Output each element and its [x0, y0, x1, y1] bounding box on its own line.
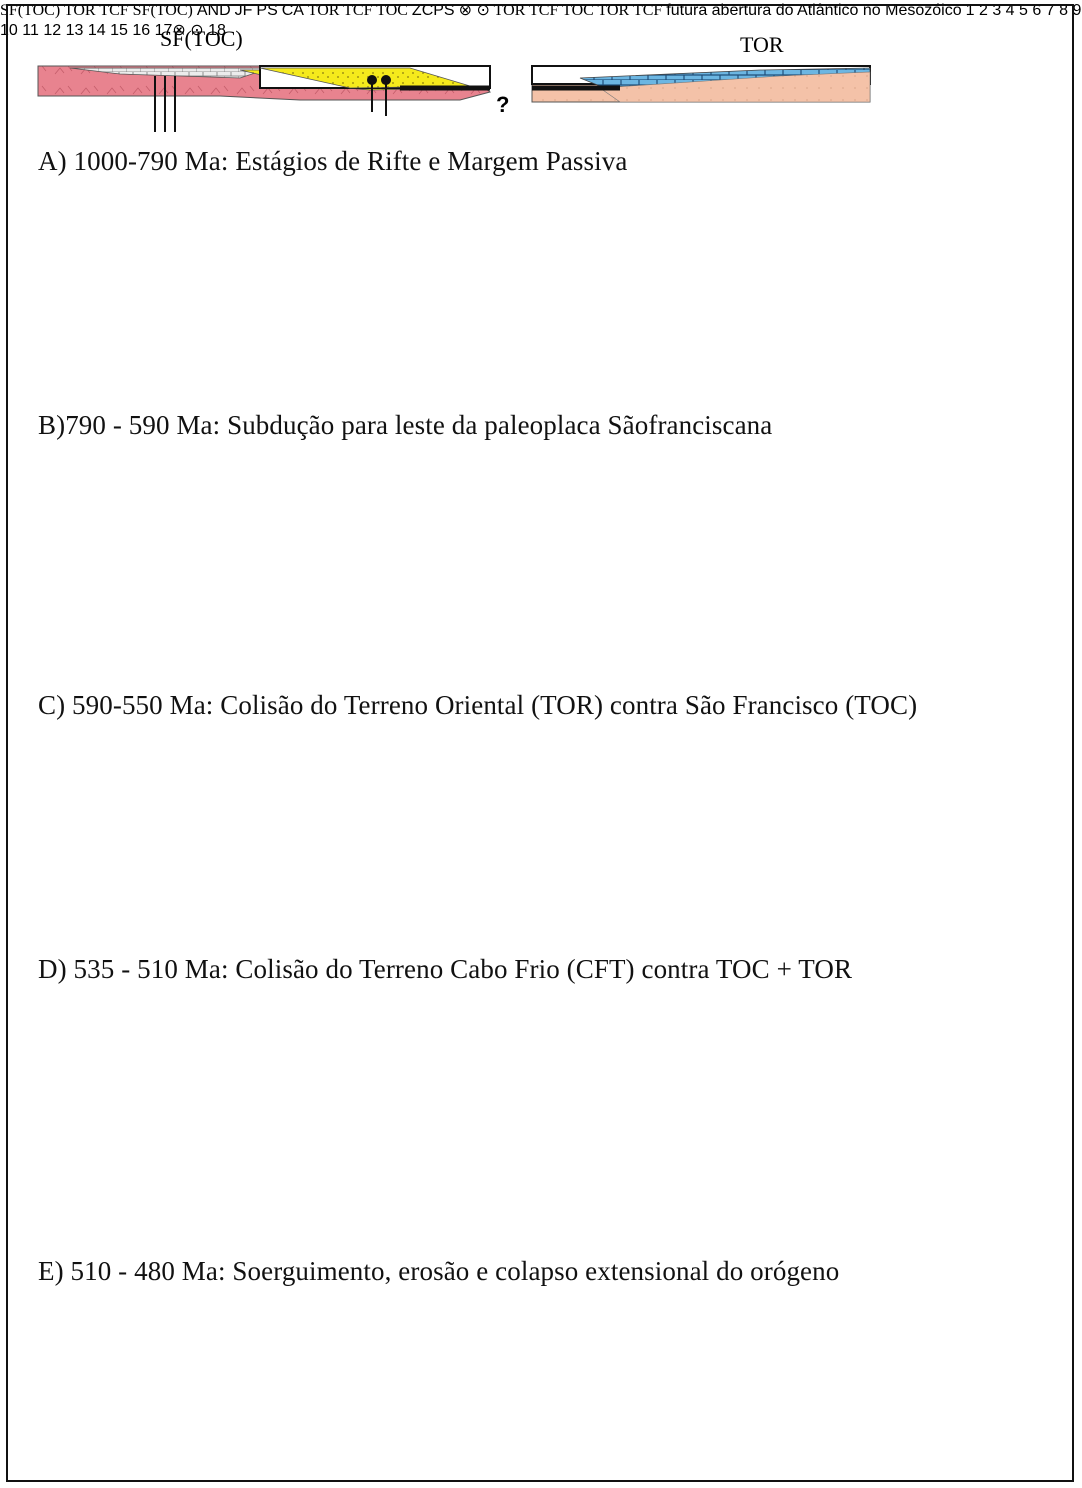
caption-e: E) 510 - 480 Ma: Soerguimento, erosão e … [38, 1256, 839, 1287]
tor-label-a: TOR [740, 32, 784, 57]
question-mark: ? [496, 92, 509, 117]
caption-b: B)790 - 590 Ma: Subdução para leste da p… [38, 410, 772, 441]
caption-d: D) 535 - 510 Ma: Colisão do Terreno Cabo… [38, 954, 852, 985]
sf-label-a: SF(TOC) [160, 26, 243, 51]
caption-c: C) 590-550 Ma: Colisão do Terreno Orient… [38, 690, 917, 721]
panel-a-section: SF(TOC) ? TOR [38, 26, 870, 132]
caption-a: A) 1000-790 Ma: Estágios de Rifte e Marg… [38, 146, 627, 177]
